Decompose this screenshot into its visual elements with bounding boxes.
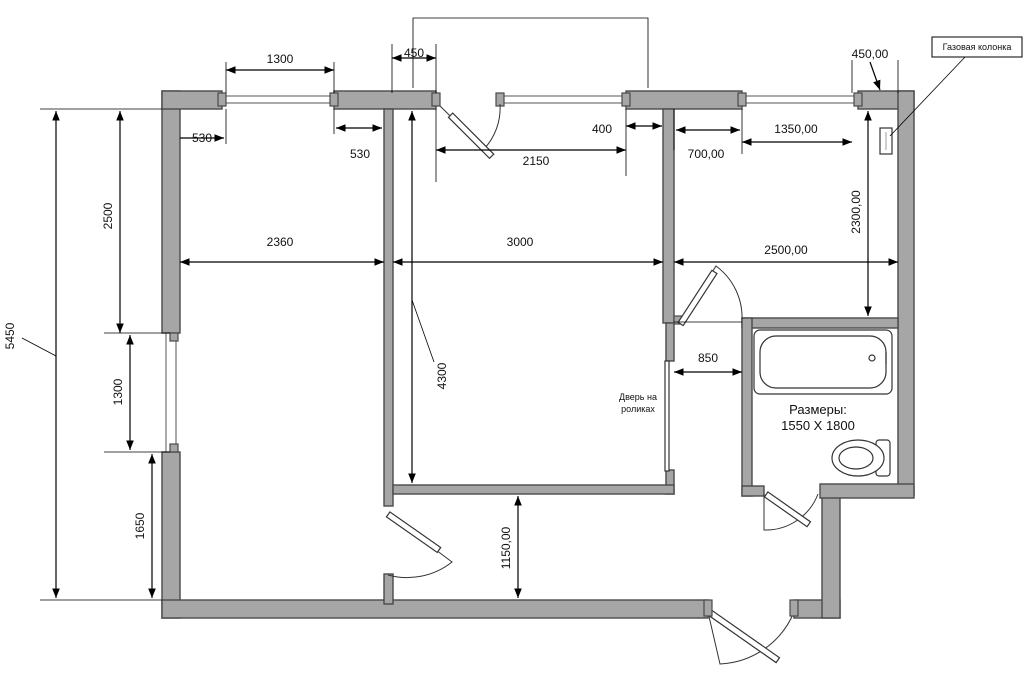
gas-heater-label-box: [931, 36, 1023, 58]
dim-room2-depth: 4300: [435, 362, 449, 389]
wall-bath-left: [741, 317, 753, 497]
window-room2-top: [431, 92, 631, 107]
dim-room2-width: 3000: [507, 235, 534, 249]
dim-room2-window: 2150: [523, 154, 550, 168]
walls: [161, 90, 915, 619]
dim-left-lower: 1650: [133, 512, 147, 539]
wall-partition-1: [383, 108, 394, 507]
dim-corridor-width: 850: [698, 351, 718, 365]
wall-bath-bottom-right: [819, 483, 915, 499]
dim-balcony-door-offset: 450: [404, 46, 424, 60]
dimension-labels: 1300 450 450,00 530 530 400 2150 700,00 …: [3, 46, 889, 569]
wall-right: [897, 90, 915, 496]
wall-partition-2: [662, 108, 675, 324]
wall-partition-2-lower: [665, 322, 675, 362]
window-room1-top: [217, 92, 339, 107]
entrance-door: [703, 599, 799, 665]
sliding-door-label-line2: роликах: [621, 404, 655, 414]
dim-right-room-depth: 2300,00: [849, 190, 863, 234]
window-room3-top: [737, 92, 863, 107]
windows: [165, 92, 863, 453]
room3-door: [677, 265, 743, 327]
wall-room2-bottom: [392, 484, 675, 495]
dim-left-upper: 2500: [101, 202, 115, 229]
dim-room1-width: 2360: [267, 235, 294, 249]
wall-top-right: [625, 90, 743, 110]
toilet: [831, 439, 891, 477]
wall-bath-top: [741, 317, 899, 329]
dimension-lines: [21, 54, 898, 598]
dim-total-height: 5450: [3, 322, 17, 349]
dim-left-pier: 530: [192, 131, 212, 145]
wall-partition-1-lower: [383, 573, 394, 605]
bathroom-door: [763, 491, 819, 531]
dim-door-to-wall: 400: [592, 122, 612, 136]
bathroom-label-line2: 1550 Х 1800: [781, 418, 855, 433]
sliding-door-label-line1: Дверь на: [619, 392, 657, 402]
gas-heater-leader: [889, 55, 967, 137]
bathtub: [753, 329, 893, 395]
balcony-outline: [412, 17, 649, 88]
bathroom-label-line1: Размеры:: [789, 402, 847, 417]
gas-heater-label: Газовая колонка: [943, 42, 1012, 52]
dim-mid-pier: 530: [350, 147, 370, 161]
wall-top-mid: [333, 90, 437, 110]
wall-bath-bottom-left: [741, 485, 765, 497]
wall-step-vertical: [821, 494, 841, 619]
wall-bottom-left: [161, 599, 709, 619]
gas-heater-icon: [879, 127, 893, 155]
dim-room3-width: 2500,00: [764, 243, 808, 257]
dim-left-window: 1300: [111, 378, 125, 405]
wall-left-lower: [161, 451, 181, 619]
doors: [385, 103, 819, 665]
dim-right-window: 1350,00: [774, 122, 818, 136]
window-room1-left: [165, 332, 179, 453]
wall-top-left-corner: [161, 90, 223, 110]
dim-top-window-left: 1300: [267, 52, 294, 66]
sliding-door: [664, 360, 670, 472]
room1-door: [385, 511, 453, 579]
dim-gas-offset: 450,00: [852, 47, 889, 61]
dim-hall-depth: 1150,00: [499, 526, 513, 569]
dim-right-pier: 700,00: [688, 147, 725, 161]
wall-left-upper: [161, 90, 181, 334]
